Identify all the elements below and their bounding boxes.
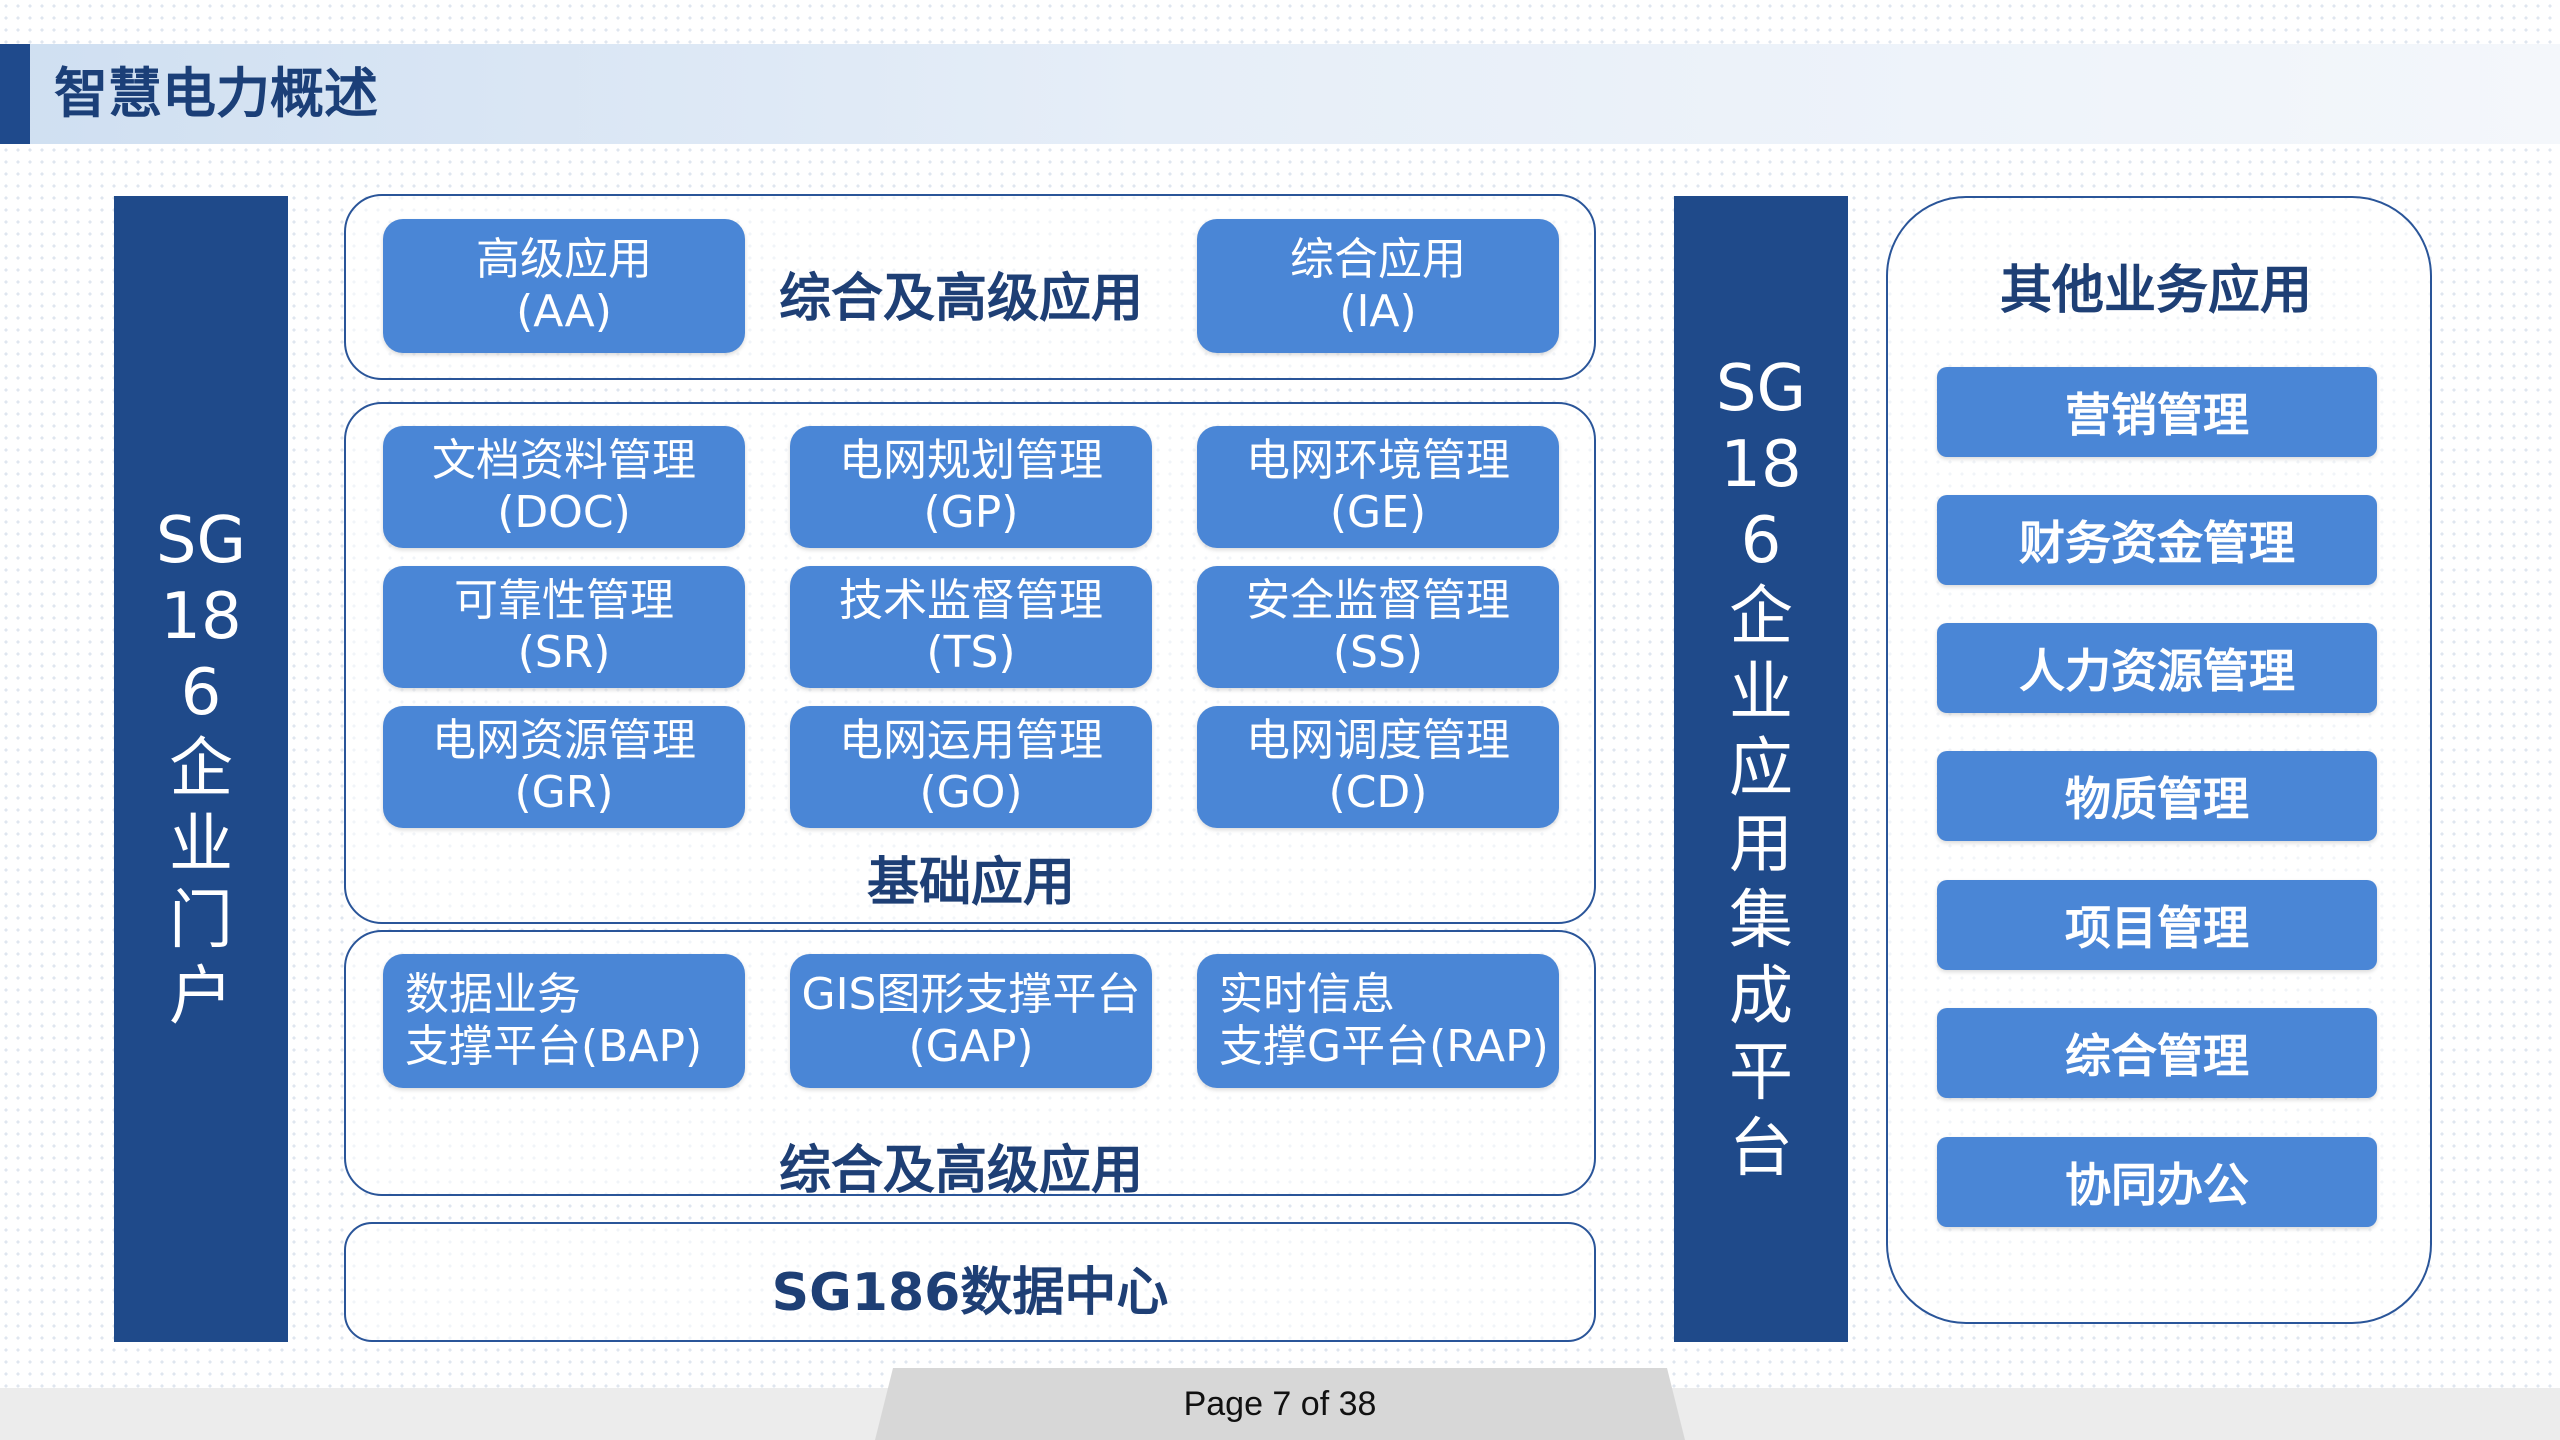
tile-gp[interactable]: 电网规划管理 (GP): [790, 426, 1152, 548]
tile-ts-code: (TS): [926, 627, 1016, 678]
tile-rap[interactable]: 实时信息 支撑G平台(RAP): [1197, 954, 1559, 1088]
advanced-apps-panel: 高级应用 (AA) 综合及高级应用 综合应用 (IA): [344, 194, 1596, 380]
tile-ss[interactable]: 安全监督管理 (SS): [1197, 566, 1559, 688]
project-management-button[interactable]: 项目管理: [1937, 880, 2377, 970]
tile-aa-name: 高级应用: [476, 234, 652, 285]
tile-ia[interactable]: 综合应用 (IA): [1197, 219, 1559, 353]
tile-ts[interactable]: 技术监督管理 (TS): [790, 566, 1152, 688]
tile-ia-code: (IA): [1339, 286, 1417, 337]
materials-management-button[interactable]: 物质管理: [1937, 751, 2377, 841]
tile-doc-code: (DOC): [497, 487, 631, 538]
data-center-label: SG186数据中心: [771, 1263, 1169, 1323]
tile-ge[interactable]: 电网环境管理 (GE): [1197, 426, 1559, 548]
data-center-panel: SG186数据中心: [344, 1222, 1596, 1342]
tile-gp-name: 电网规划管理: [839, 435, 1103, 486]
tile-ge-name: 电网环境管理: [1246, 435, 1510, 486]
base-apps-panel: 文档资料管理 (DOC) 电网规划管理 (GP) 电网环境管理 (GE) 可靠性…: [344, 402, 1596, 924]
tile-gap-line1: GIS图形支撑平台: [801, 969, 1141, 1020]
tile-rap-line1: 实时信息: [1219, 969, 1395, 1020]
tile-sr-name: 可靠性管理: [454, 575, 674, 626]
tile-bap[interactable]: 数据业务 支撑平台(BAP): [383, 954, 745, 1088]
tile-sr-code: (SR): [517, 627, 611, 678]
tile-gap-line2: (GAP): [908, 1021, 1034, 1072]
marketing-management-button[interactable]: 营销管理: [1937, 367, 2377, 457]
page-indicator: Page 7 of 38: [875, 1368, 1685, 1440]
integration-platform-label: SG 186 企业应用集成平台: [1715, 352, 1807, 1186]
other-apps-title: 其他业务应用: [1999, 261, 2312, 321]
header-accent: [0, 44, 30, 144]
finance-management-button[interactable]: 财务资金管理: [1937, 495, 2377, 585]
tile-sr[interactable]: 可靠性管理 (SR): [383, 566, 745, 688]
tile-doc-name: 文档资料管理: [432, 435, 696, 486]
enterprise-portal-label: SG 186 企业门户: [155, 504, 247, 1034]
integration-platform-bar: SG 186 企业应用集成平台: [1674, 196, 1848, 1342]
tile-gap[interactable]: GIS图形支撑平台 (GAP): [790, 954, 1152, 1088]
collaborative-office-button[interactable]: 协同办公: [1937, 1137, 2377, 1227]
tile-go-code: (GO): [919, 767, 1023, 818]
base-apps-label: 基础应用: [866, 853, 1075, 913]
tile-cd[interactable]: 电网调度管理 (CD): [1197, 706, 1559, 828]
platform-panel: 数据业务 支撑平台(BAP) GIS图形支撑平台 (GAP) 实时信息 支撑G平…: [344, 930, 1596, 1201]
tile-ss-name: 安全监督管理: [1246, 575, 1510, 626]
enterprise-portal-bar: SG 186 企业门户: [114, 196, 288, 1342]
tile-doc[interactable]: 文档资料管理 (DOC): [383, 426, 745, 548]
platform-panel-label: 综合及高级应用: [778, 1141, 1143, 1201]
tile-aa-code: (AA): [516, 286, 612, 337]
tile-rap-line2: 支撑G平台(RAP): [1219, 1021, 1549, 1072]
tile-bap-line2: 支撑平台(BAP): [405, 1021, 703, 1072]
hr-management-button[interactable]: 人力资源管理: [1937, 623, 2377, 713]
tile-gr-code: (GR): [514, 767, 614, 818]
advanced-apps-label: 综合及高级应用: [778, 269, 1143, 329]
tile-go[interactable]: 电网运用管理 (GO): [790, 706, 1152, 828]
header-bar: 智慧电力概述: [0, 44, 2560, 144]
tile-gp-code: (GP): [923, 487, 1019, 538]
tile-go-name: 电网运用管理: [839, 715, 1103, 766]
tile-ts-name: 技术监督管理: [839, 575, 1103, 626]
tile-ss-code: (SS): [1332, 627, 1424, 678]
tile-ia-name: 综合应用: [1290, 234, 1466, 285]
tile-bap-line1: 数据业务: [405, 969, 581, 1020]
tile-cd-name: 电网调度管理: [1246, 715, 1510, 766]
tile-ge-code: (GE): [1329, 487, 1427, 538]
tile-cd-code: (CD): [1328, 767, 1428, 818]
tile-aa[interactable]: 高级应用 (AA): [383, 219, 745, 353]
tile-gr-name: 电网资源管理: [432, 715, 696, 766]
general-management-button[interactable]: 综合管理: [1937, 1008, 2377, 1098]
page-title: 智慧电力概述: [54, 62, 378, 125]
tile-gr[interactable]: 电网资源管理 (GR): [383, 706, 745, 828]
